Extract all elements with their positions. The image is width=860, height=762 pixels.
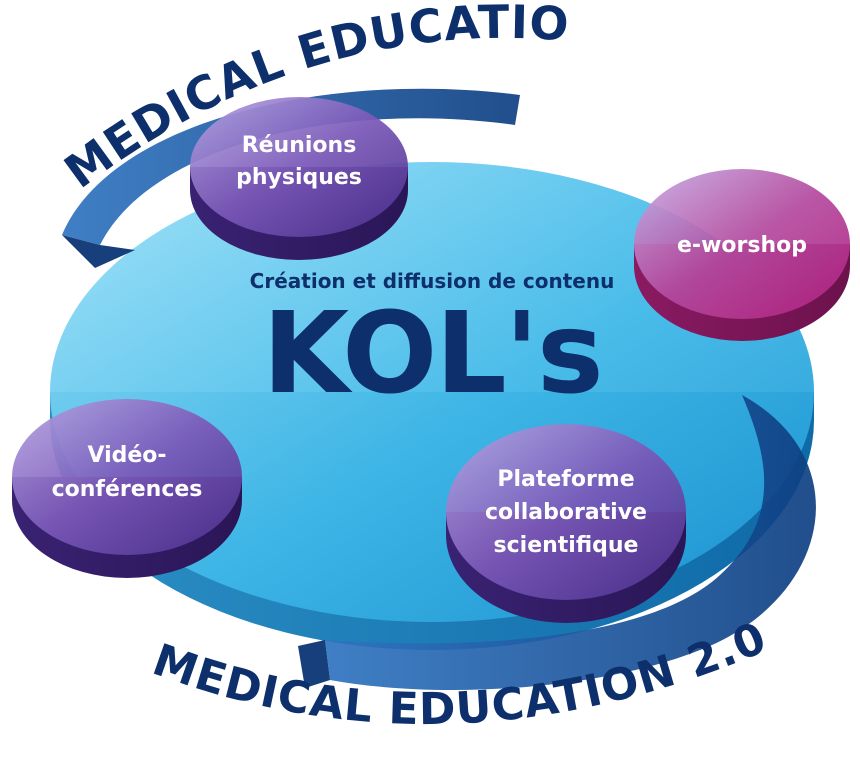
- node-label-line: Réunions: [242, 133, 357, 158]
- node-reunions-physiques: Réunions physiques: [190, 97, 408, 260]
- node-label-line: physiques: [236, 165, 362, 190]
- node-label-line: Plateforme: [497, 467, 634, 492]
- node-label-line: e-worshop: [677, 233, 807, 258]
- bottom-arc-band: [298, 395, 816, 690]
- node-label-line: scientifique: [494, 533, 639, 558]
- node-label-line: conférences: [52, 477, 203, 502]
- node-video-conferences: Vidéo- conférences: [12, 399, 242, 578]
- center-subtitle: Création et diffusion de contenu: [250, 269, 615, 293]
- center-title: KOL's: [262, 289, 601, 419]
- node-label-line: Vidéo-: [87, 443, 166, 468]
- node-e-worshop: e-worshop: [634, 169, 850, 341]
- node-plateforme-collaborative: Plateforme collaborative scientifique: [446, 424, 686, 623]
- node-label-line: collaborative: [485, 500, 647, 525]
